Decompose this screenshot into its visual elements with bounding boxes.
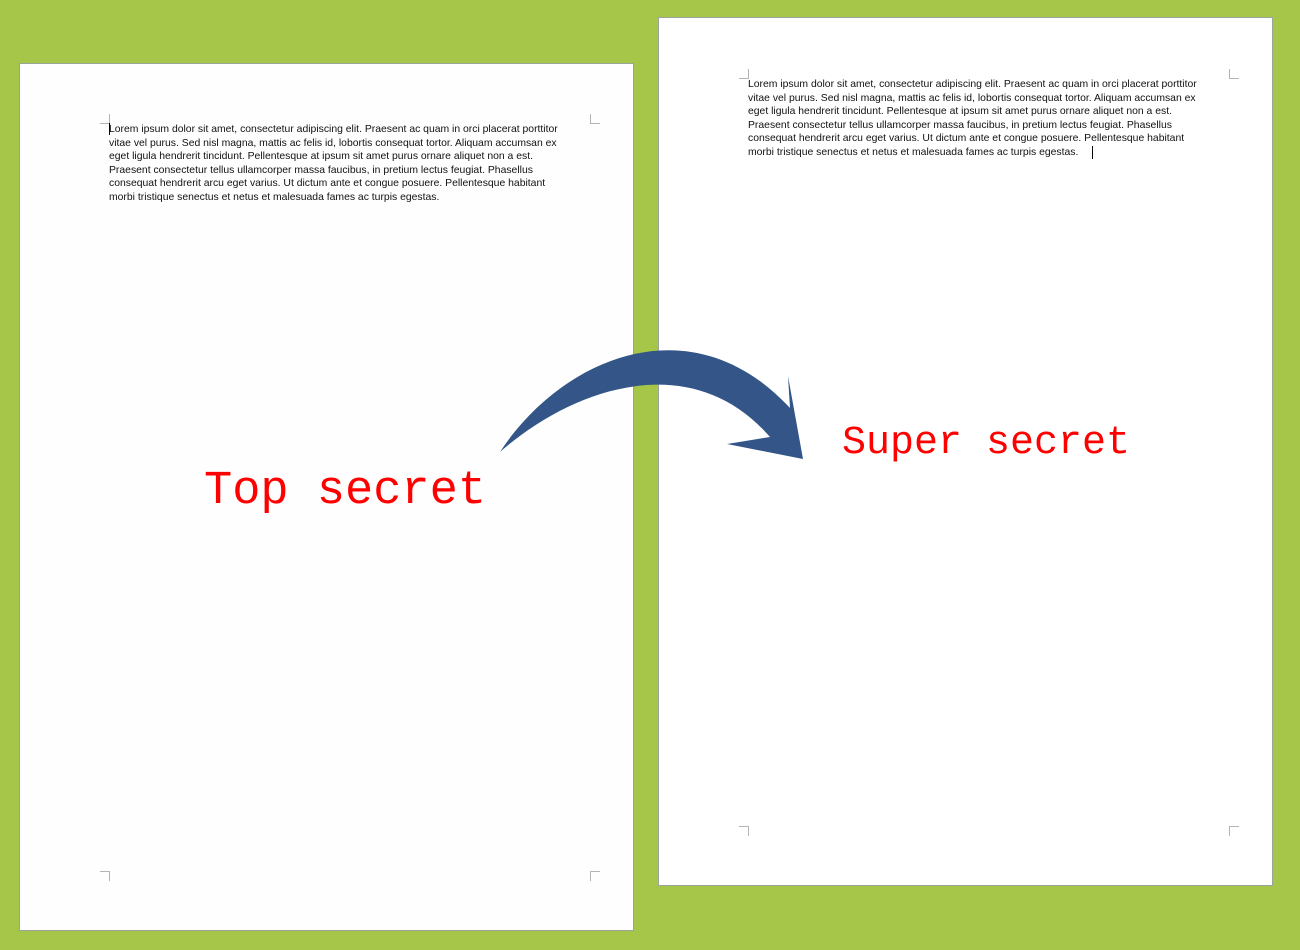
margin-corner-mark: [739, 69, 749, 79]
margin-corner-mark: [1229, 826, 1239, 836]
margin-corner-mark: [590, 114, 600, 124]
margin-corner-mark: [739, 826, 749, 836]
margin-corner-mark: [100, 114, 110, 124]
super-secret-label: Super secret: [842, 421, 1131, 466]
document-body-text[interactable]: Lorem ipsum dolor sit amet, consectetur …: [109, 124, 558, 203]
text-cursor: [109, 123, 110, 135]
margin-corner-mark: [100, 871, 110, 881]
margin-corner-mark: [1229, 69, 1239, 79]
top-secret-label: Top secret: [204, 465, 487, 518]
text-cursor: [1092, 146, 1093, 159]
document-page-before: Lorem ipsum dolor sit amet, consectetur …: [19, 63, 634, 931]
document-body-text[interactable]: Lorem ipsum dolor sit amet, consectetur …: [748, 79, 1197, 158]
margin-corner-mark: [590, 871, 600, 881]
